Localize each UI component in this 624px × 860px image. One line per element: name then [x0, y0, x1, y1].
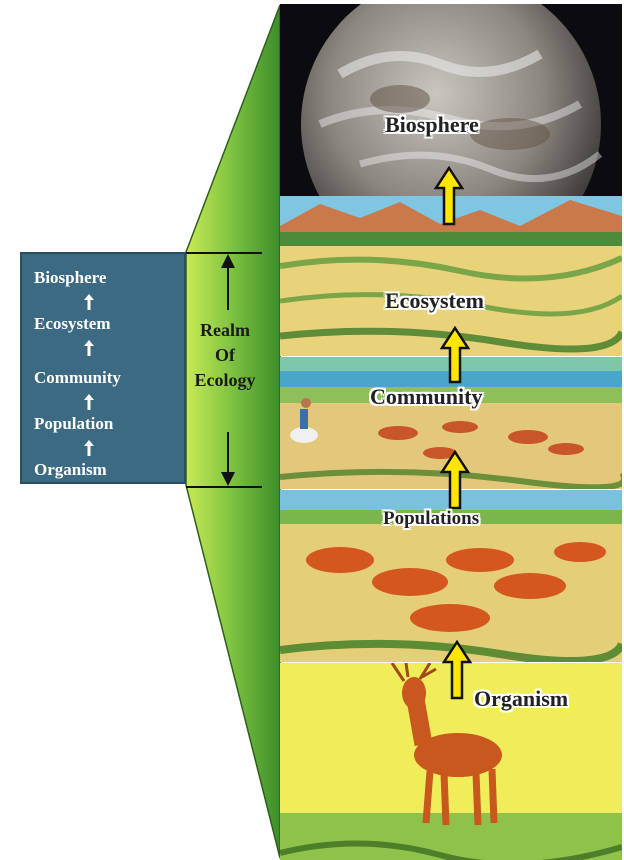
- up-arrow-icon: [84, 440, 94, 456]
- level-community: Community: [34, 368, 121, 388]
- stage-label-biosphere: Biosphere: [385, 112, 479, 138]
- stage-label-organism: Organism: [474, 686, 568, 712]
- ecology-levels-box: Biosphere Ecosystem Community Population…: [20, 252, 186, 484]
- up-arrow-icon: [440, 326, 470, 384]
- realm-label-line2: Of: [185, 345, 265, 366]
- level-biosphere: Biosphere: [34, 268, 106, 288]
- realm-label-line3: Ecology: [185, 370, 265, 391]
- stage-label-community: Community: [370, 384, 482, 410]
- stage-label-populations: Populations: [383, 508, 479, 530]
- up-arrow-icon: [84, 394, 94, 410]
- realm-label-line1: Realm: [185, 320, 265, 341]
- stage-label-ecosystem: Ecosystem: [385, 288, 484, 314]
- level-population: Population: [34, 414, 113, 434]
- up-arrow-icon: [442, 640, 472, 700]
- up-arrow-icon: [84, 340, 94, 356]
- up-arrow-icon: [434, 166, 464, 226]
- up-arrow-icon: [84, 294, 94, 310]
- level-organism: Organism: [34, 460, 107, 480]
- up-arrow-icon: [440, 450, 470, 510]
- level-ecosystem: Ecosystem: [34, 314, 110, 334]
